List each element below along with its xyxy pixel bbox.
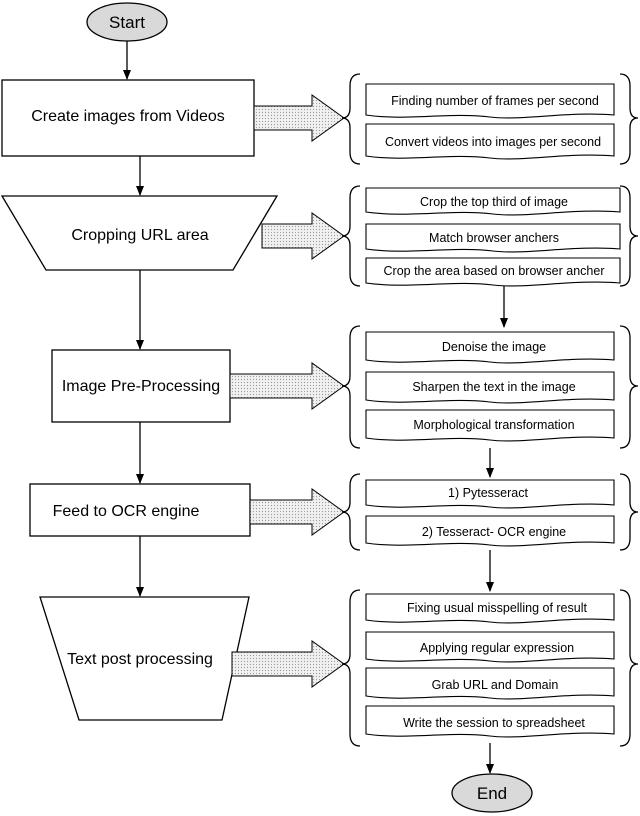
step-postprocessing-label: Text post processing (67, 651, 213, 668)
block-arrow (231, 640, 345, 688)
substep-document: Crop the top third of image (365, 187, 621, 216)
svg-text:2) Tesseract- OCR engine: 2) Tesseract- OCR engine (422, 525, 566, 539)
block-arrow (249, 488, 345, 536)
end-terminal (451, 773, 533, 813)
svg-text:Sharpen the text in the image: Sharpen the text in the image (412, 380, 575, 394)
svg-text:Write the session to spreadshe: Write the session to spreadsheet (403, 716, 585, 730)
start-label: Start (109, 13, 145, 32)
step-postprocessing-trapezoid (39, 596, 250, 721)
substep-document: Finding number of frames per second (365, 83, 615, 119)
svg-text:Crop the area based on browser: Crop the area based on browser ancher (384, 264, 605, 278)
substep-document: Morphological transformation (365, 409, 615, 442)
substep-document: Fixing usual misspelling of result (365, 593, 615, 624)
svg-text:1) Pytesseract: 1) Pytesseract (448, 486, 528, 500)
svg-text:Denoise the image: Denoise the image (442, 340, 546, 354)
step-create-images-box (1, 79, 255, 157)
step-ocr-label: Feed to OCR engine (53, 503, 200, 520)
step-preprocessing-label: Image Pre-Processing (62, 378, 220, 395)
svg-text:Morphological transformation: Morphological transformation (413, 418, 574, 432)
svg-text:Finding number of frames per s: Finding number of frames per second (391, 94, 599, 108)
block-arrow (261, 212, 345, 260)
svg-text:Convert videos into images per: Convert videos into images per second (385, 135, 601, 149)
block-arrow (229, 362, 345, 410)
step-cropping-trapezoid (0, 195, 279, 271)
substep-document: 1) Pytesseract (365, 479, 615, 509)
brace-group (341, 73, 639, 747)
svg-text:Match browser anchers: Match browser anchers (429, 231, 559, 245)
step-preprocessing-box (51, 349, 231, 423)
svg-text:Crop the top third of image: Crop the top third of image (420, 195, 568, 209)
substep-document: Grab URL and Domain (365, 667, 615, 700)
step-create-images-label: Create images from Videos (31, 108, 225, 125)
svg-text:Applying regular expression: Applying regular expression (420, 641, 574, 655)
svg-text:Fixing usual misspelling of re: Fixing usual misspelling of result (407, 601, 587, 615)
step-cropping-label: Cropping URL area (71, 227, 208, 244)
substep-document: 2) Tesseract- OCR engine (365, 515, 615, 547)
substep-document: Sharpen the text in the image (365, 371, 615, 404)
substep-document: Crop the area based on browser ancher (365, 257, 621, 287)
substep-document: Applying regular expression (365, 631, 615, 663)
block-arrow (253, 94, 345, 142)
substep-document: Denoise the image (365, 331, 615, 364)
substep-document: Write the session to spreadsheet (365, 705, 615, 738)
svg-text:Grab URL and Domain: Grab URL and Domain (432, 678, 559, 692)
substep-document: Convert videos into images per second (365, 123, 615, 160)
substep-document: Match browser anchers (365, 223, 621, 253)
end-label: End (477, 784, 507, 803)
